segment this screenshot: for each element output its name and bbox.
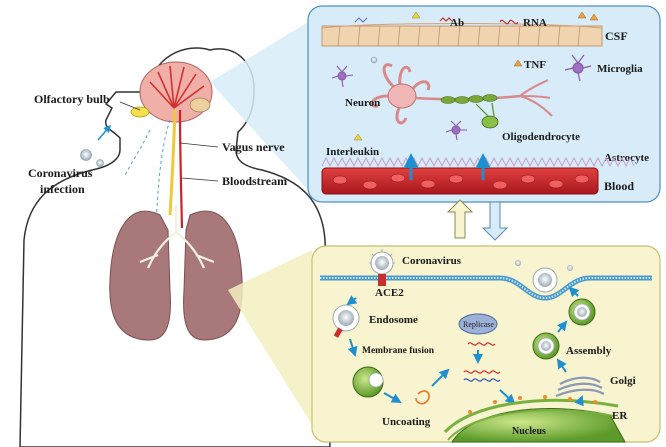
bloodstream-label: Bloodstream [222,174,287,188]
neuron-label: Neuron [345,97,380,109]
process-arrow [568,286,580,298]
astrocyte-label: Astrocyte [604,152,649,164]
interleukin-label: Interleukin [326,146,379,158]
assembly-label: Assembly [566,345,612,357]
brain-zoom-wedge [210,22,308,190]
uncoating-rna-icon [415,390,430,405]
microglia-cell [331,65,354,88]
er-membrane [443,398,619,434]
rna-squiggle-icon [439,17,453,22]
uncoating-label: Uncoating [382,416,431,428]
brain-panel: Ab RNA CSF [307,5,661,203]
er-label: ER [612,410,628,422]
tnf-marker-icon [513,59,523,67]
virus-particle [567,265,573,271]
microglia-cell [445,120,467,141]
virus-particle [80,149,92,161]
vagus-nerve-shape [168,109,177,216]
rna-strand [463,378,501,382]
ace2-label: ACE2 [375,287,404,299]
cell-panel: Coronavirus ACE2 Endosome Membrane fusio… [311,245,661,443]
rna-icon [499,19,519,25]
microglia-cell [564,54,592,82]
process-arrow [346,295,358,306]
cell-membrane [320,275,652,301]
process-arrow [383,392,402,403]
human-body [19,47,331,447]
interleukin-marker-icon [353,133,363,141]
process-arrow [556,358,567,373]
molecule-icon [354,17,368,23]
process-arrow [499,389,516,405]
lung-zoom-wedge [228,250,312,425]
membrane-fusion-label: Membrane fusion [362,346,435,356]
virus-particle [96,159,104,167]
golgi [555,376,605,398]
microglia-label: Microglia [597,63,643,75]
process-arrow [347,338,358,357]
ace2-receptor [378,274,386,286]
tnf-label: TNF [524,59,546,71]
cerebellum [189,97,211,113]
oligodendrocyte-label: Oligodendrocyte [502,131,580,143]
down-arrow-hollow [481,201,509,241]
coronavirus-label: Coronavirus [402,255,462,267]
tnf-marker-icon [589,13,599,21]
ribosomes [468,395,597,414]
ab-label: Ab [450,17,464,29]
membrane-ticks [337,25,581,47]
oligodendrocyte-cell [481,115,499,129]
process-arrow [574,395,584,407]
rna-label: RNA [523,17,547,29]
up-arrow-hollow [446,199,474,239]
blood-label: Blood [604,179,634,193]
olfactory-bulb-label: Olfactory bulb [34,92,110,106]
rna-strand [467,342,496,346]
right-lung [183,210,243,341]
csf-label: CSF [605,29,628,43]
infection-arrow [97,124,111,141]
coronavirus-infection-label-2: infection [40,182,85,196]
process-arrow [431,368,450,387]
nucleus-label: Nucleus [512,426,546,437]
brain-rays [149,65,205,109]
body-outline [19,47,331,447]
process-arrow [557,320,568,333]
bronchi [139,205,215,269]
endosome-label: Endosome [369,314,418,326]
olfactory-bulb-shape [130,106,150,118]
bloodstream-vessel [178,109,184,229]
virus-particle [370,56,378,64]
rna-strand [463,370,501,374]
replicase-label: Replicase [463,320,495,329]
virus-particle [515,260,521,266]
replicase-enzyme [458,313,498,335]
coronavirus-infection-label-1: Coronavirus [28,166,93,180]
golgi-label: Golgi [610,375,636,387]
left-lung [109,210,171,341]
neuron [370,63,553,125]
ab-icon [411,11,421,19]
tnf-marker-icon [577,11,587,19]
csf-membrane [321,25,603,47]
leader-lines [119,101,219,182]
red-blood-cells [332,173,590,190]
vagus-nerve-label: Vagus nerve [222,140,285,154]
